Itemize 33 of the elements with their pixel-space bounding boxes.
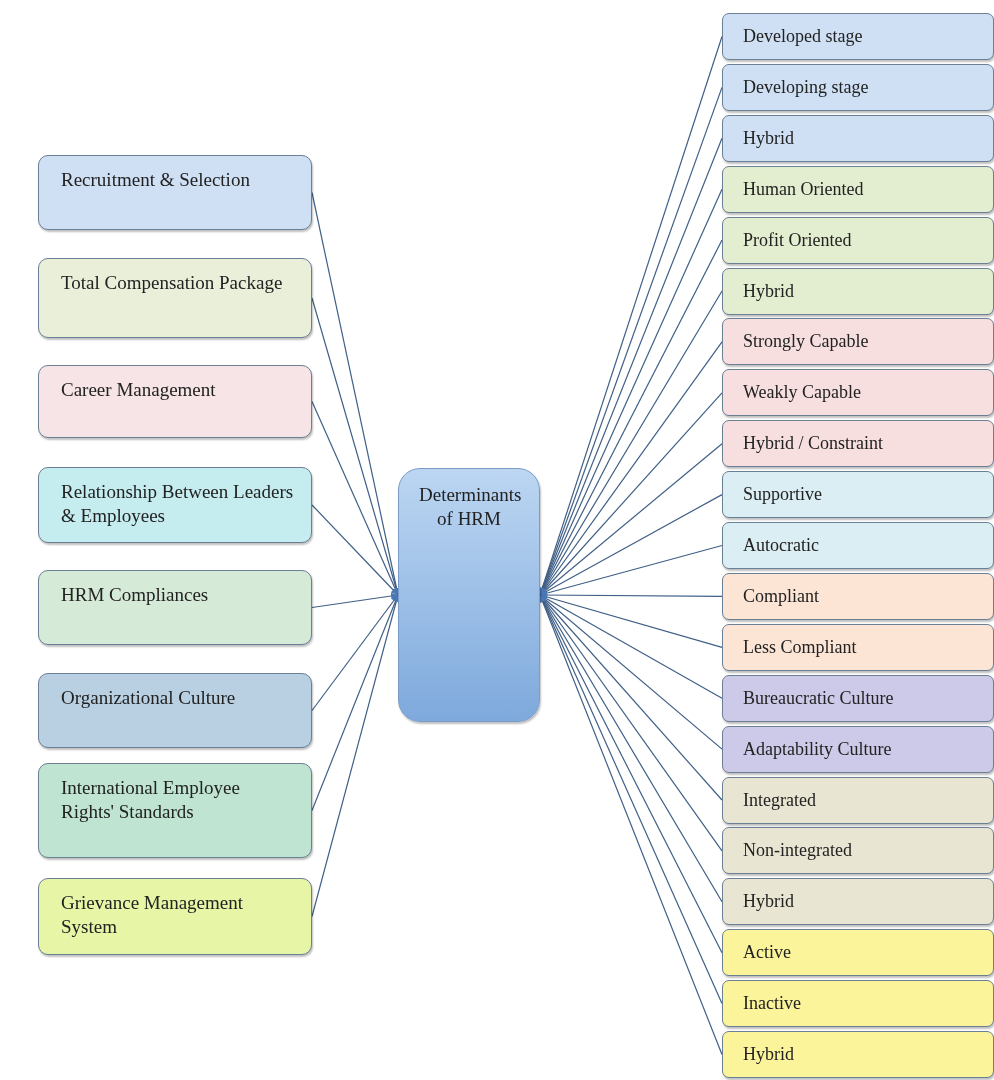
category-box: Adaptability Culture [722, 725, 994, 773]
category-box: Compliant [722, 572, 994, 620]
category-box: Bureaucratic Culture [722, 674, 994, 722]
category-box: Hybrid [722, 267, 994, 315]
category-box: International Employee Rights' Standards [38, 763, 312, 858]
category-box: Hybrid / Constraint [722, 420, 994, 468]
category-box: Relationship Between Leaders & Employees [38, 467, 312, 543]
central-box: Determinants of HRM [398, 468, 540, 722]
category-box: Organizational Culture [38, 673, 312, 748]
category-box: Integrated [722, 776, 994, 824]
category-box: Total Compensation Package [38, 258, 312, 338]
category-box: Supportive [722, 471, 994, 519]
category-box: Less Compliant [722, 623, 994, 671]
category-box: Inactive [722, 980, 994, 1028]
arrow [311, 504, 399, 596]
category-box: Developing stage [722, 63, 994, 111]
category-box: Hybrid [722, 114, 994, 162]
category-box: Autocratic [722, 522, 994, 569]
category-box: Weakly Capable [722, 369, 994, 417]
category-box: HRM Compliances [38, 570, 312, 645]
category-box: Hybrid [722, 878, 994, 926]
category-box: Profit Oriented [722, 216, 994, 264]
category-box: Developed stage [722, 13, 994, 60]
category-box: Strongly Capable [722, 318, 994, 366]
arrow [311, 594, 399, 712]
category-box: Recruitment & Selection [38, 155, 312, 230]
category-box: Career Management [38, 365, 312, 438]
category-box: Grievance Management System [38, 878, 312, 955]
category-box: Hybrid [722, 1031, 994, 1078]
arrow [311, 592, 399, 609]
category-box: Non-integrated [722, 827, 994, 875]
category-box: Active [722, 929, 994, 977]
category-box: Human Oriented [722, 165, 994, 213]
